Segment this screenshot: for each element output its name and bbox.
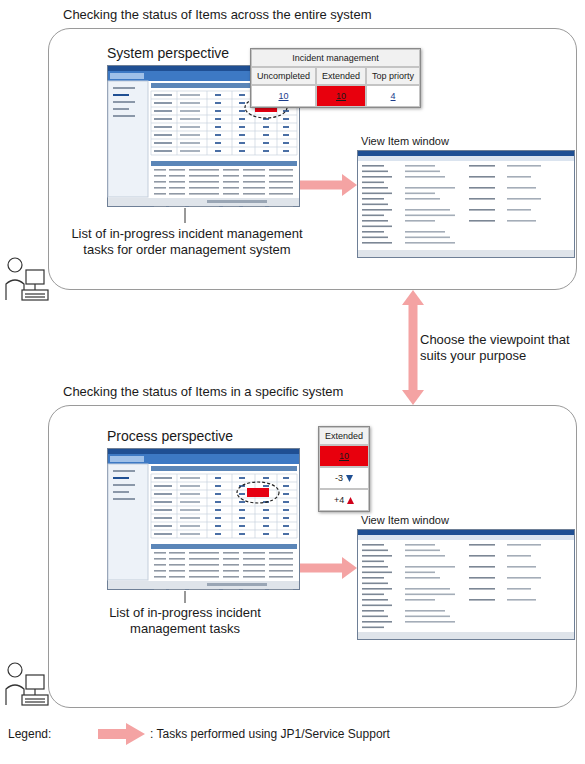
arrow-head [402,290,424,305]
item-window-image [357,150,575,258]
cell-text: Incident management [292,52,379,64]
leader-line [185,208,186,223]
cell-text: Uncompleted [257,70,310,82]
arrow-shaft [300,181,343,190]
zoom-callout-table: Incident managementUncompleted Extended To… [250,48,421,108]
person-icon [6,258,48,300]
callout-cell: 10 [251,85,316,107]
edge-label: Choose the viewpoint that suits your pur… [420,332,580,364]
task-arrow [300,174,357,196]
cell-text: Top priorty [372,70,414,82]
cell-text: +4 [334,494,344,506]
window-heading: Process perspective [107,428,233,444]
callout-cell: Extended [316,67,366,85]
arrow-head [342,557,357,579]
callout-cell: 4 [366,85,420,107]
zoom-callout-table: Extended 10 -3 +4 [318,426,370,512]
arrow-head [342,174,357,196]
callout-cell: -3 [319,467,369,489]
callout-cell: 10 [316,85,366,107]
view-item-window: View Item window [357,150,575,258]
callout-cell: Uncompleted [251,67,316,85]
legend-text: : Tasks performed using JP1/Service Supp… [150,726,450,742]
callout-cell: Top priorty [366,67,420,85]
person-icon [6,663,48,705]
view-item-window: View Item window [357,529,575,640]
panel-heading: Checking the status of Items in a specif… [63,384,343,400]
callout-header: Extended [319,427,369,445]
caption-text: List of in-progress incident management … [95,605,275,637]
cell-text: Extended [325,430,363,442]
screenshot-window: Process perspective [107,448,300,590]
screenshot-image [107,448,300,590]
scenario-panel: Checking the status of Items in a specif… [48,405,577,708]
arrow-shaft [300,564,343,573]
up-triangle [347,497,354,504]
cell-text: 4 [391,90,396,102]
arrow-shaft [409,304,418,391]
window-heading: View Item window [361,512,449,528]
cell-text: 10 [336,90,346,102]
arrow-head [402,390,424,405]
item-window-image [357,529,575,640]
callout-cell: +4 [319,489,369,511]
caption-text: List of in-progress incident management … [62,226,312,258]
cell-text: 10 [339,450,349,462]
legend-title: Legend: [8,726,78,742]
legend-arrow [98,723,145,745]
cell-text: 10 [279,90,289,102]
down-triangle [346,475,353,482]
window-heading: System perspective [107,45,229,61]
panel-heading: Checking the status of Items across the … [63,7,372,23]
window-heading: View Item window [361,133,449,149]
callout-header: Incident management [251,49,420,67]
cell-text: Extended [322,70,360,82]
leader-line [185,591,186,603]
callout-cell: 10 [319,445,369,467]
task-arrow [300,557,357,579]
cell-text: -3 [335,472,343,484]
